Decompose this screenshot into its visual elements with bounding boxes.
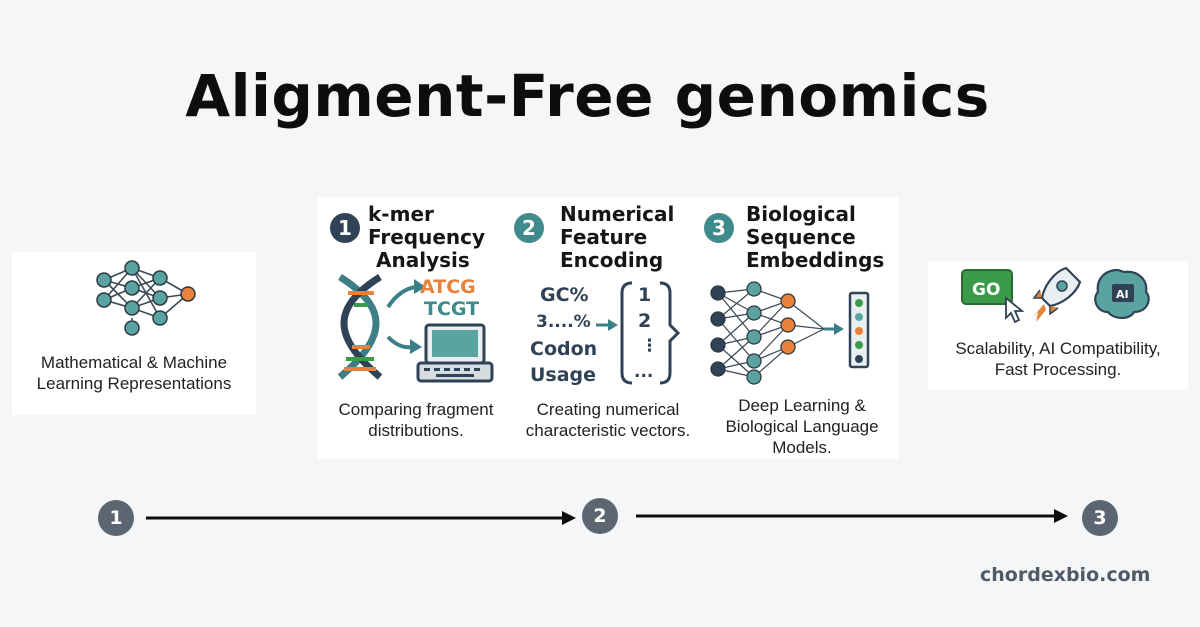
feature-vector-illustration: GC% 3....% Codon Usage 1 2 ⋮ ... [530,281,681,386]
step-badge-2: 2 [514,213,544,243]
benefits-card: GO AI Scalability, AI Compatibility, Fas… [928,262,1188,390]
caption-line: Scalability, AI Compatibility, [955,339,1161,358]
embedding-vector-icon [848,291,870,369]
kmer-caption: Comparing fragment distributions. [318,399,514,441]
timeline-step-2: 2 [582,498,618,534]
heading-line: Encoding [560,248,664,272]
encoding-column: 2 Numerical Feature Encoding GC% 3....% … [510,197,706,459]
heading-line: k-mer [368,202,434,226]
page-title: Aligment-Free genomics [185,62,990,130]
caption-line: Creating numerical [536,400,680,419]
go-button-icon: GO [961,269,1025,324]
seq-tcgt: TCGT [424,298,479,320]
feature-codon: Codon [530,338,597,360]
embeddings-caption: Deep Learning & Biological Language Mode… [704,395,900,458]
heading-line: Sequence [746,225,856,249]
vector-ellipsis: ⋮ [641,336,658,356]
caption-line: Fast Processing. [994,360,1122,379]
caption-line: Learning Representations [36,374,232,393]
step-badge-1: 1 [330,213,360,243]
caption-line: Models. [772,438,832,457]
feature-usage: Usage [530,364,596,386]
benefits-caption: Scalability, AI Compatibility, Fast Proc… [928,338,1188,380]
encoding-caption: Creating numerical characteristic vector… [510,399,706,441]
vector-1: 1 [638,284,651,306]
caption-line: Mathematical & Machine [40,353,228,372]
step-badge-3: 3 [704,213,734,243]
network-nodes [710,281,796,385]
caption-line: Biological Language [725,417,879,436]
svg-text:GO: GO [972,280,1000,300]
feature-3: 3....% [536,312,591,332]
feature-gc: GC% [540,284,589,306]
vector-2: 2 [638,310,651,332]
brand-url: chordexbio.com [980,564,1151,586]
dna-icon [337,274,383,380]
rocket-icon [1032,266,1082,322]
timeline-step-3: 3 [1082,500,1118,536]
heading-line: Embeddings [746,248,885,272]
caption-line: Deep Learning & [738,396,866,415]
neural-network-icon [96,260,196,336]
methods-panel: 1 k-mer Frequency Analysis [318,197,898,459]
caption-line: Comparing fragment [338,400,494,419]
heading-line: Frequency [368,225,486,249]
benefits-icons: GO AI [961,266,1150,324]
caption-line: distributions. [368,421,464,440]
computer-icon [416,323,494,383]
svg-text:AI: AI [1116,288,1129,301]
left-bracket [620,281,633,385]
kmer-column: 1 k-mer Frequency Analysis [318,197,514,459]
seq-atcg: ATCG [420,276,476,298]
right-bracket [659,281,681,385]
dna-computer-illustration: ATCG TCGT [337,274,494,383]
caption-line: characteristic vectors. [525,421,691,440]
heading-line: Feature [560,225,648,249]
heading-line: Analysis [376,248,470,272]
embeddings-heading: Biological Sequence Embeddings [746,203,884,272]
ml-representations-card: Mathematical & Machine Learning Represen… [12,252,256,415]
heading-line: Biological [746,202,856,226]
hand-cursor-icon [1005,296,1025,324]
embeddings-column: 3 Biological Sequence Embeddings [704,197,900,459]
vector-dots: ... [634,362,653,382]
timeline-step-1: 1 [98,500,134,536]
ml-representations-caption: Mathematical & Machine Learning Represen… [12,352,256,394]
heading-line: Numerical [560,202,675,226]
kmer-heading: k-mer Frequency Analysis [368,203,485,272]
ai-brain-icon: AI [1094,268,1150,320]
deep-network-illustration [710,281,870,385]
encoding-heading: Numerical Feature Encoding [560,203,674,272]
